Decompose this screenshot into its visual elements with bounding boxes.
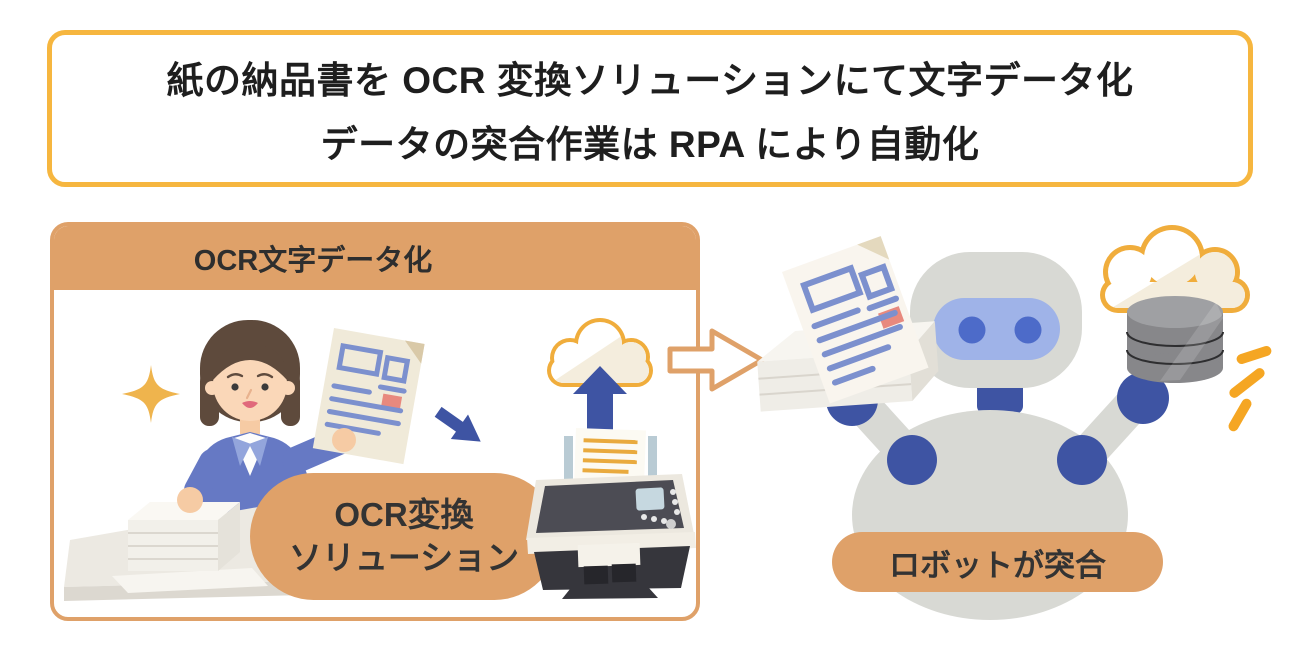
robot-eye-left [958, 316, 986, 344]
hand-on-stack [177, 487, 203, 513]
ocr-solution-label: OCR変換 ソリューション [250, 473, 558, 600]
robot-match-label-text: ロボットが突合 [889, 547, 1106, 583]
banner-line-1: 紙の納品書を OCR 変換ソリューションにて文字データ化 [166, 59, 1134, 101]
emphasis-lines-icon [1228, 345, 1272, 432]
ocr-section-header: OCR文字データ化 [54, 226, 696, 290]
ocr-section-box: OCR文字データ化 [50, 222, 700, 621]
database-icon [1126, 296, 1224, 383]
document-icon [312, 328, 425, 465]
arrow-down-right-icon [434, 406, 481, 442]
upload-arrow-icon [573, 366, 627, 431]
scanner-icon [526, 428, 696, 599]
flow-arrow-icon [667, 328, 765, 392]
scanner-paper [574, 428, 646, 485]
document-icon [782, 236, 929, 404]
banner-line-2: データの突合作業は RPA により自動化 [320, 123, 980, 165]
ocr-solution-label-line1: OCR変換 [334, 495, 474, 533]
ocr-illustration [64, 318, 653, 601]
robot-eye-right [1014, 316, 1042, 344]
worker-sleeve [184, 449, 225, 503]
robot-match-label: ロボットが突合 [832, 532, 1163, 592]
robot-visor [933, 298, 1060, 360]
ocr-solution-label-line2: ソリューション [288, 538, 520, 576]
paper-stack-icon [128, 502, 240, 571]
sparkle-icon [122, 365, 180, 423]
cloud-icon [1100, 225, 1250, 313]
worker-hand [332, 428, 356, 452]
title-banner: 紙の納品書を OCR 変換ソリューションにて文字データ化 データの突合作業は R… [47, 30, 1253, 187]
scanner-buttons [641, 489, 680, 529]
ocr-section-title: OCR文字データ化 [193, 245, 433, 277]
